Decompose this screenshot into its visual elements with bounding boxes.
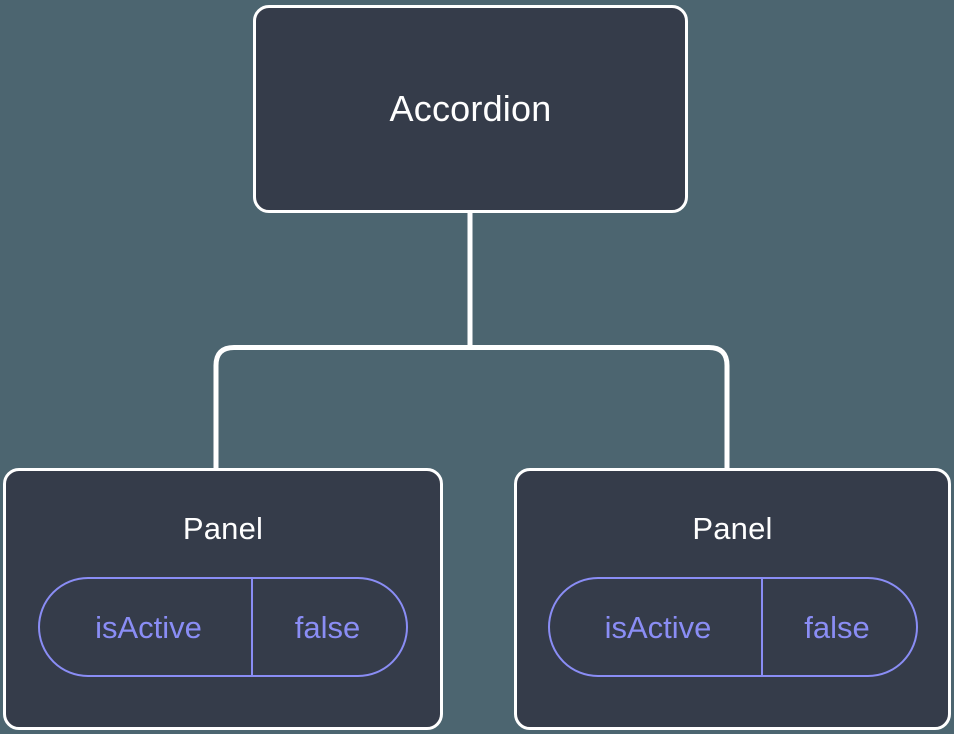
prop-pill-isactive-left[interactable]: isActive false — [38, 577, 408, 677]
prop-key-left: isActive — [40, 579, 253, 675]
node-title-accordion: Accordion — [389, 88, 552, 129]
tree-node-panel-left[interactable]: Panel isActive false — [3, 468, 443, 730]
node-title-panel-right: Panel — [692, 511, 773, 546]
connector-branch-left — [213, 345, 470, 472]
connector-branch-right — [470, 345, 730, 472]
prop-value-left: false — [294, 609, 361, 645]
prop-value-right: false — [804, 609, 870, 645]
node-title-panel-left: Panel — [182, 511, 264, 546]
tree-node-panel-right[interactable]: Panel isActive false — [514, 468, 951, 730]
prop-key-right: isActive — [550, 579, 763, 675]
prop-pill-isactive-right[interactable]: isActive false — [547, 577, 918, 677]
tree-node-accordion[interactable]: Accordion — [253, 5, 688, 213]
